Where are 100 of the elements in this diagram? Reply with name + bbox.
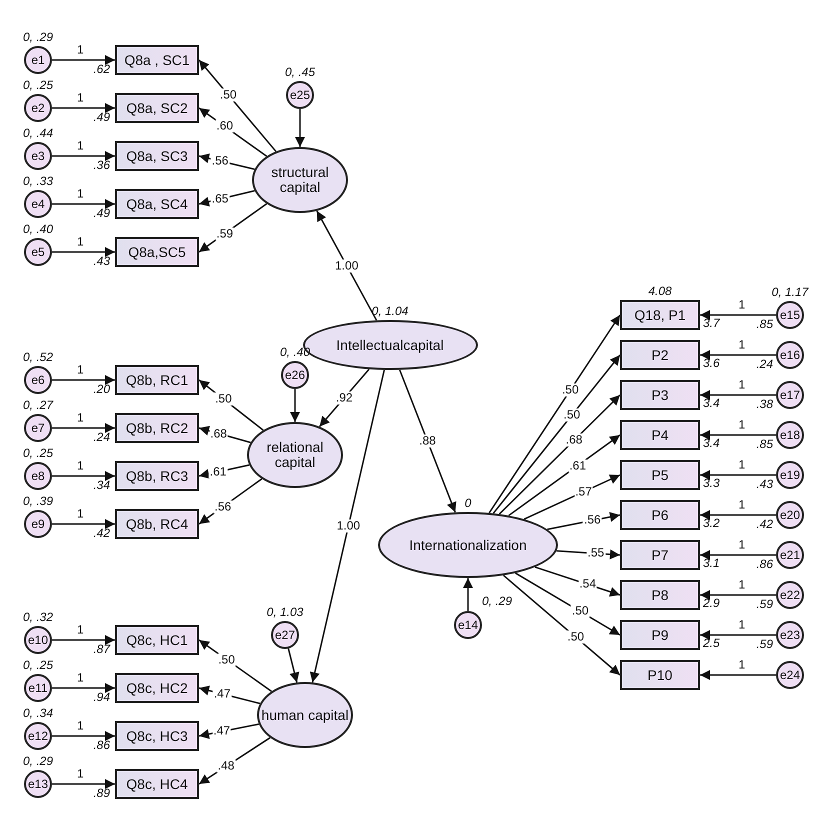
arrow bbox=[534, 566, 620, 597]
variable-name: e21 bbox=[780, 548, 800, 562]
variable-name: P3 bbox=[651, 387, 669, 403]
variable-name: Internationalization bbox=[409, 538, 527, 552]
variable-name: relational capital bbox=[266, 440, 324, 470]
estimate-label: .49 bbox=[93, 207, 110, 220]
arrow bbox=[316, 210, 378, 321]
estimate-label: .86 bbox=[93, 739, 110, 752]
error-term-circle bbox=[24, 142, 52, 170]
variable-name: e13 bbox=[28, 777, 48, 791]
variable-name: e11 bbox=[28, 681, 48, 695]
estimate-label: .36 bbox=[93, 159, 110, 172]
variable-name: e23 bbox=[780, 628, 800, 642]
variable-name: e20 bbox=[780, 508, 800, 522]
error-term-circle bbox=[24, 46, 52, 74]
estimate-label: 0, .29 bbox=[482, 595, 512, 608]
estimate-label: 0, .32 bbox=[22, 611, 54, 624]
error-term-circle bbox=[281, 361, 309, 389]
arrow bbox=[700, 470, 776, 480]
arrow bbox=[290, 389, 300, 422]
arrow bbox=[508, 434, 620, 516]
arrow bbox=[700, 510, 776, 520]
edge-label: .47 bbox=[212, 687, 232, 700]
estimate-label: .59 bbox=[756, 638, 773, 651]
error-term-circle bbox=[776, 501, 804, 529]
observed-variable-box bbox=[115, 93, 199, 123]
observed-variable-box bbox=[115, 237, 199, 267]
estimate-label: .24 bbox=[93, 431, 110, 444]
arrow bbox=[399, 370, 456, 513]
error-term-circle bbox=[776, 541, 804, 569]
error-term-circle bbox=[776, 621, 804, 649]
error-term-circle bbox=[776, 581, 804, 609]
arrow bbox=[52, 731, 115, 741]
variable-name: e25 bbox=[290, 88, 310, 102]
estimate-label: 0, 1.17 bbox=[772, 286, 808, 299]
estimate-label: .34 bbox=[93, 479, 110, 492]
variable-name: P10 bbox=[648, 667, 672, 683]
estimate-label: 2.5 bbox=[703, 637, 720, 650]
estimate-label: .49 bbox=[93, 111, 110, 124]
variable-name: Q8a , SC1 bbox=[124, 52, 190, 68]
arrow bbox=[198, 107, 268, 157]
estimate-label: 0, .25 bbox=[22, 447, 54, 460]
observed-variable-box bbox=[620, 500, 700, 530]
variable-name: Q8a, SC4 bbox=[126, 196, 188, 212]
edge-label: .54 bbox=[578, 578, 598, 591]
observed-variable-box bbox=[115, 461, 199, 491]
arrow bbox=[52, 199, 115, 209]
edge-label: 1 bbox=[76, 768, 85, 780]
estimate-label: 0, .25 bbox=[22, 659, 54, 672]
estimate-label: 3.4 bbox=[703, 397, 720, 410]
edge-label: 1 bbox=[76, 44, 85, 56]
arrow bbox=[52, 375, 115, 385]
error-term-circle bbox=[776, 461, 804, 489]
error-term-circle bbox=[24, 626, 52, 654]
estimate-label: 0, .52 bbox=[22, 351, 54, 364]
estimate-label: 0, 1.03 bbox=[266, 606, 304, 619]
variable-name: Intellectualcapital bbox=[336, 338, 444, 352]
edge-label: 1 bbox=[76, 720, 85, 732]
edge-label: 1 bbox=[737, 458, 746, 472]
observed-variable-box bbox=[620, 300, 700, 330]
edge-label: 1 bbox=[76, 364, 85, 376]
edge-label: 1 bbox=[737, 378, 746, 392]
arrow bbox=[52, 779, 115, 789]
edge-label: 1.00 bbox=[336, 520, 362, 533]
variable-name: e26 bbox=[284, 368, 306, 382]
edge-label: .50 bbox=[562, 408, 582, 422]
estimate-label: 0 bbox=[464, 497, 472, 510]
variable-name: e10 bbox=[28, 633, 48, 647]
edge-label: .56 bbox=[583, 514, 602, 527]
estimate-label: .89 bbox=[93, 787, 110, 800]
arrow bbox=[700, 590, 776, 600]
arrow bbox=[318, 368, 370, 428]
arrow bbox=[295, 109, 305, 147]
arrow bbox=[52, 683, 115, 693]
arrow bbox=[198, 639, 272, 692]
edge-label: 1.00 bbox=[334, 259, 360, 272]
arrow bbox=[198, 723, 260, 739]
error-term-circle bbox=[776, 381, 804, 409]
arrow bbox=[515, 572, 620, 636]
arrow bbox=[492, 354, 621, 514]
error-term-circle bbox=[776, 301, 804, 329]
estimate-label: 0, .40 bbox=[280, 346, 310, 359]
variable-name: P4 bbox=[651, 427, 669, 443]
observed-variable-box bbox=[115, 625, 199, 655]
variable-name: Q8c, HC2 bbox=[126, 680, 188, 696]
estimate-label: .85 bbox=[756, 318, 773, 331]
edge-label: .65 bbox=[210, 192, 230, 206]
variable-name: Q8b, RC2 bbox=[126, 420, 188, 436]
variable-name: e19 bbox=[780, 468, 800, 482]
variable-name: e17 bbox=[780, 388, 800, 402]
observed-variable-box bbox=[115, 509, 199, 539]
arrow bbox=[498, 394, 621, 515]
error-term-circle bbox=[454, 611, 482, 639]
arrow bbox=[52, 103, 115, 113]
variable-name: e24 bbox=[780, 668, 800, 682]
observed-variable-box bbox=[115, 673, 199, 703]
variable-name: P8 bbox=[651, 587, 669, 603]
arrow bbox=[700, 550, 776, 560]
variable-name: e18 bbox=[780, 428, 800, 442]
variable-name: Q8b, RC1 bbox=[126, 372, 188, 388]
